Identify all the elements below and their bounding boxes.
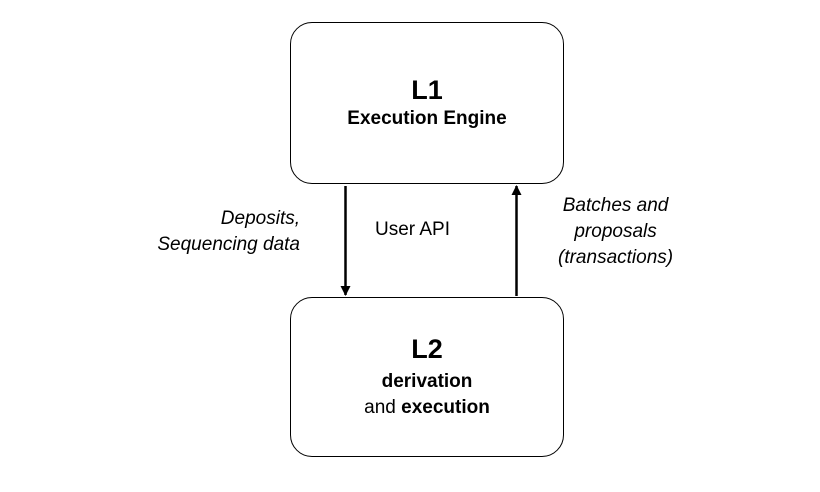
batches-label-line-1: Batches and (562, 195, 669, 216)
l1-subtitle: Execution Engine (347, 108, 507, 129)
l2-line2: and execution (364, 395, 490, 421)
l2-line1: derivation (381, 371, 473, 392)
l2-node: L2 derivation and execution (290, 297, 564, 457)
deposits-label: Deposits, Sequencing data (157, 206, 300, 258)
batches-label: Batches and proposals (transactions) (558, 193, 673, 271)
deposits-label-line-2: Sequencing data (157, 234, 300, 255)
batches-label-line-3: (transactions) (558, 247, 674, 268)
user-api-label: User API (375, 219, 450, 240)
l1-title: L1 (411, 75, 443, 105)
batches-label-line-2: proposals (574, 221, 657, 242)
l1-node: L1 Execution Engine (290, 22, 564, 184)
l2-line2-prefix: and (364, 397, 402, 418)
l2-line2-bold: execution (401, 397, 490, 418)
l2-title: L2 (411, 334, 443, 364)
deposits-label-line-1: Deposits, (220, 208, 300, 229)
